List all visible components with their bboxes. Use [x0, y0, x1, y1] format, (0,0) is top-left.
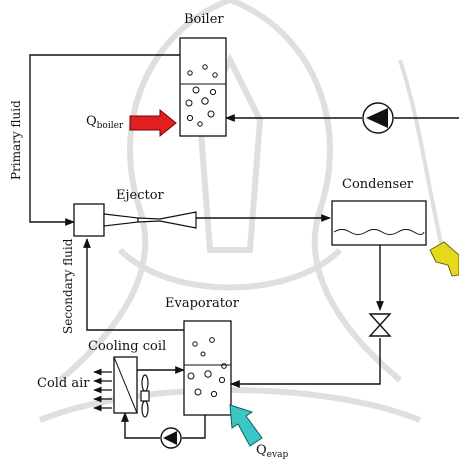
boiler-bubbles	[185, 64, 218, 127]
q-evap-label: Qevap	[256, 443, 288, 460]
cooling-coil-label: Cooling coil	[88, 339, 166, 354]
q-boiler-main: Q	[86, 114, 97, 129]
evaporator-label: Evaporator	[165, 296, 240, 311]
secondary-fluid-pipe	[83, 238, 184, 331]
q-boiler-sub: boiler	[97, 121, 124, 131]
boiler	[179, 37, 227, 137]
ejector	[73, 203, 197, 237]
fan-icon	[140, 374, 150, 418]
cold-air-arrows	[93, 368, 112, 412]
boiler-label: Boiler	[184, 12, 224, 27]
evaporator-heat-arrow	[229, 404, 263, 447]
pump-icon	[362, 102, 394, 134]
cooling-coil	[113, 356, 138, 414]
coil-return-pipe	[182, 415, 206, 439]
cold-air-label: Cold air	[37, 376, 90, 391]
q-evap-sub: evap	[267, 450, 289, 460]
evaporator-bubbles	[187, 337, 227, 398]
boiler-heat-arrow	[129, 108, 177, 138]
q-boiler-label: Qboiler	[86, 114, 124, 131]
condenser-label: Condenser	[342, 177, 414, 192]
coil-return-pipe-2	[121, 412, 160, 439]
condenser-heat-arrow	[429, 241, 459, 277]
expansion-valve-icon	[368, 313, 392, 337]
q-evap-main: Q	[256, 443, 267, 458]
condenser	[331, 200, 427, 246]
evaporator	[183, 320, 232, 416]
primary-fluid-label: Primary fluid	[9, 100, 23, 180]
secondary-fluid-label: Secondary fluid	[61, 238, 75, 334]
valve-to-evaporator-pipe	[230, 338, 381, 388]
coil-pump-icon	[160, 427, 182, 449]
ejector-label: Ejector	[116, 188, 165, 203]
